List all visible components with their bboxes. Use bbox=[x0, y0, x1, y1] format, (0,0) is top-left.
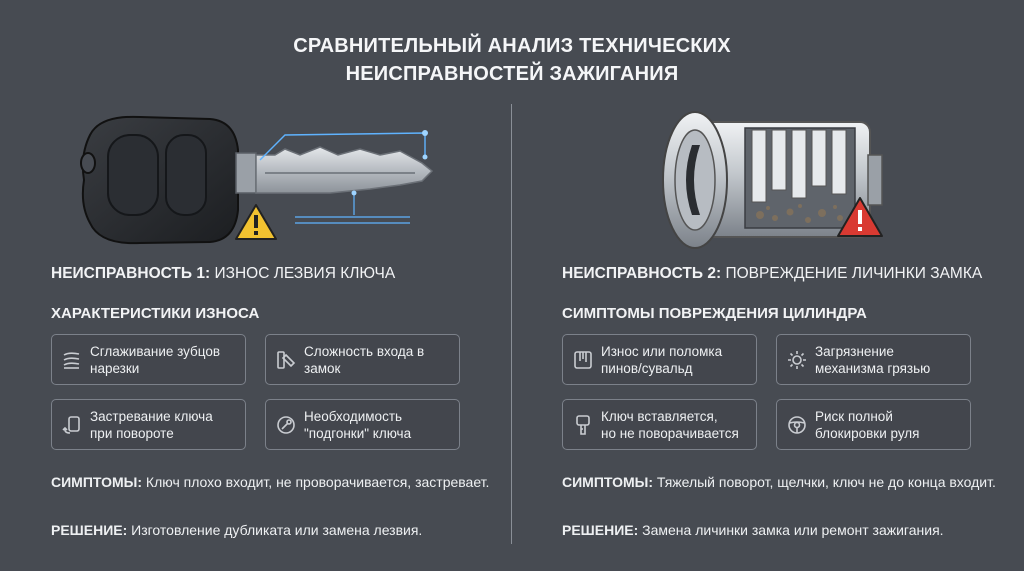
title-line-2: НЕИСПРАВНОСТЕЙ ЗАЖИГАНИЯ bbox=[345, 63, 679, 85]
worn-teeth-icon bbox=[63, 351, 80, 369]
symptoms-label: СИМПТОМЫ: bbox=[562, 474, 654, 490]
page-title: СРАВНИТЕЛЬНЫЙ АНАЛИЗ ТЕХНИЧЕСКИХ НЕИСПРА… bbox=[0, 32, 1024, 88]
solution-label: РЕШЕНИЕ: bbox=[51, 522, 128, 538]
symptoms-label: СИМПТОМЫ: bbox=[51, 474, 143, 490]
column-divider bbox=[511, 104, 512, 544]
card-key-no-turn: Ключ вставляется,но не поворачивается bbox=[562, 399, 757, 450]
adjust-key-icon bbox=[277, 415, 295, 434]
fault-2-symptoms: СИМПТОМЫ: Тяжелый поворот, щелчки, ключ … bbox=[562, 473, 1002, 492]
card-text-line2: но не поворачивается bbox=[601, 425, 739, 441]
dirt-gear-icon bbox=[788, 350, 806, 369]
card-text-line2: блокировки руля bbox=[815, 425, 920, 441]
fault-1-name: ИЗНОС ЛЕЗВИЯ КЛЮЧА bbox=[214, 265, 396, 282]
solution-label: РЕШЕНИЕ: bbox=[562, 522, 639, 538]
symptoms-text: Тяжелый поворот, щелчки, ключ не до конц… bbox=[656, 474, 996, 490]
fault-2-name: ПОВРЕЖДЕНИЕ ЛИЧИНКИ ЗАМКА bbox=[725, 265, 983, 282]
fault-1-symptoms: СИМПТОМЫ: Ключ плохо входит, не проворач… bbox=[51, 473, 491, 492]
fault-2-title: НЕИСПРАВНОСТЬ 2: ПОВРЕЖДЕНИЕ ЛИЧИНКИ ЗАМ… bbox=[562, 265, 982, 283]
fault-1-prefix: НЕИСПРАВНОСТЬ 1: bbox=[51, 265, 211, 282]
card-text-line1: Ключ вставляется, bbox=[601, 408, 718, 424]
warning-red-icon bbox=[837, 197, 883, 237]
symptoms-text: Ключ плохо входит, не проворачивается, з… bbox=[145, 474, 490, 490]
steering-wheel-icon bbox=[788, 415, 806, 434]
worn-key-illustration bbox=[80, 115, 434, 245]
warning-yellow-icon bbox=[235, 204, 277, 240]
card-text-line2: пинов/сувальд bbox=[601, 360, 693, 376]
lock-cylinder-illustration bbox=[662, 111, 883, 249]
card-text-line1: Необходимость bbox=[304, 408, 403, 424]
card-text-line2: нарезки bbox=[90, 360, 140, 376]
card-text-line1: Застревание ключа bbox=[90, 408, 213, 424]
solution-text: Изготовление дубликата или замена лезвия… bbox=[131, 522, 423, 538]
card-text-line2: "подгонки" ключа bbox=[304, 425, 412, 441]
card-text-line1: Сложность входа в bbox=[304, 343, 425, 359]
solution-text: Замена личинки замка или ремонт зажигани… bbox=[642, 522, 944, 538]
card-text-line1: Загрязнение bbox=[815, 343, 894, 359]
fault-2-prefix: НЕИСПРАВНОСТЬ 2: bbox=[562, 265, 722, 282]
key-insert-icon bbox=[277, 350, 296, 369]
cylinder-symptoms-heading: СИМПТОМЫ ПОВРЕЖДЕНИЯ ЦИЛИНДРА bbox=[562, 305, 867, 322]
wear-characteristics-heading: ХАРАКТЕРИСТИКИ ИЗНОСА bbox=[51, 305, 260, 322]
pins-icon bbox=[574, 350, 592, 369]
fault-1-title: НЕИСПРАВНОСТЬ 1: ИЗНОС ЛЕЗВИЯ КЛЮЧА bbox=[51, 265, 395, 283]
card-key-adjust: Необходимость"подгонки" ключа bbox=[265, 399, 460, 450]
card-text-line2: при повороте bbox=[90, 425, 174, 441]
fault-1-solution: РЕШЕНИЕ: Изготовление дубликата или заме… bbox=[51, 521, 511, 540]
card-text-line1: Износ или поломка bbox=[601, 343, 723, 359]
key-no-turn-icon bbox=[576, 414, 590, 435]
fault-2-solution: РЕШЕНИЕ: Замена личинки замка или ремонт… bbox=[562, 521, 1022, 540]
stuck-key-icon bbox=[62, 415, 80, 434]
card-text-line1: Сглаживание зубцов bbox=[90, 343, 221, 359]
card-text-line2: механизма грязью bbox=[815, 360, 931, 376]
card-text-line2: замок bbox=[304, 360, 341, 376]
title-line-1: СРАВНИТЕЛЬНЫЙ АНАЛИЗ ТЕХНИЧЕСКИХ bbox=[293, 35, 731, 57]
card-text-line1: Риск полной bbox=[815, 408, 893, 424]
